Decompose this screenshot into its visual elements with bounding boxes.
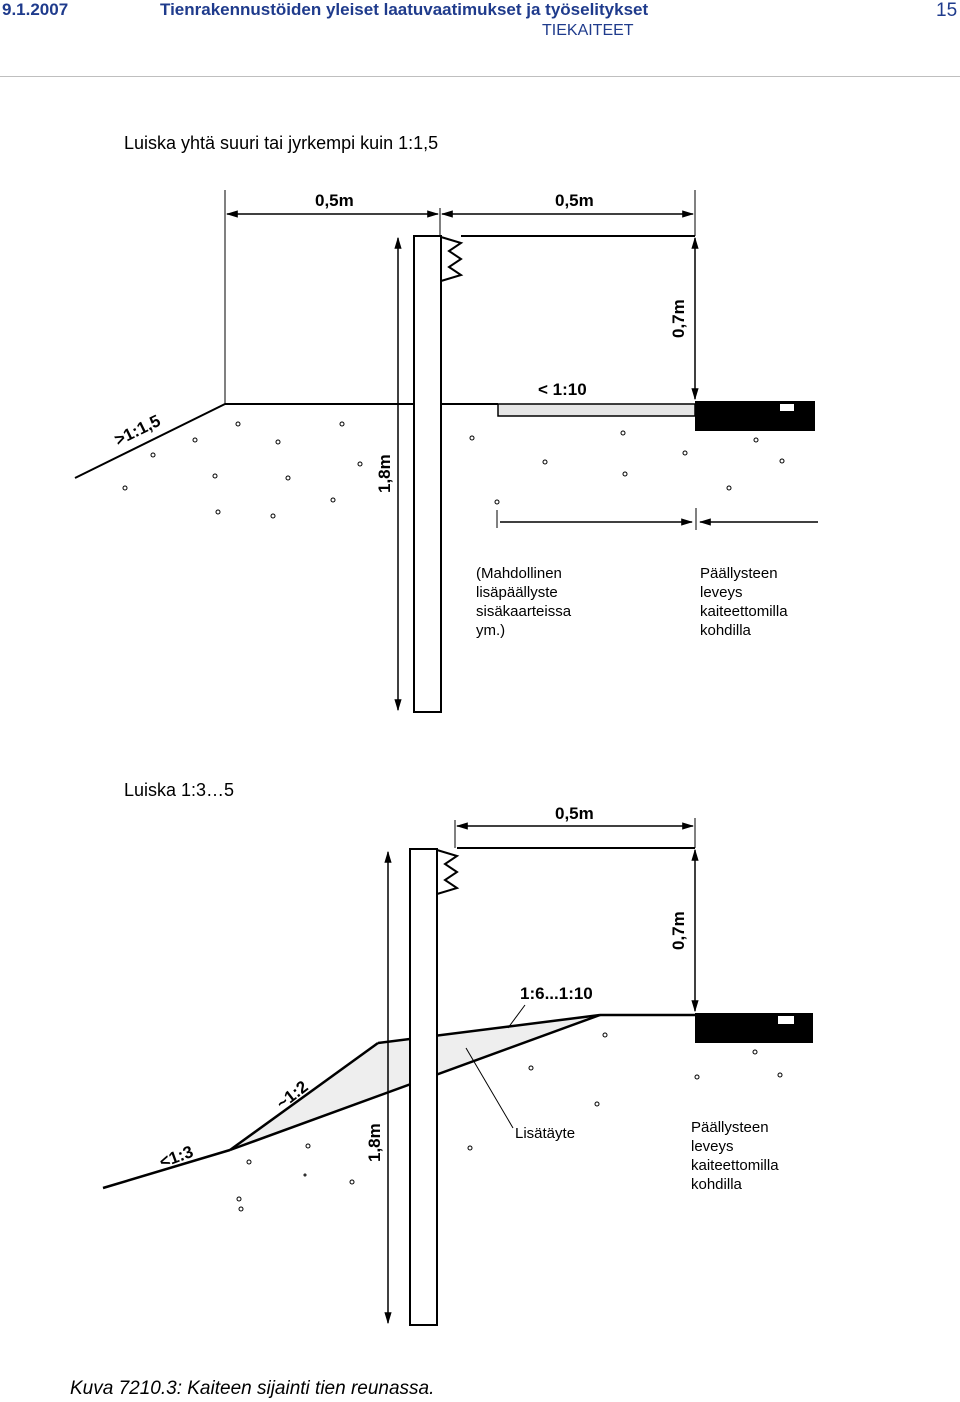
figure2-shoulder-label: 1:6...1:10 [520, 984, 593, 1003]
figure2-post [409, 848, 438, 1326]
figure1-dim-right: 0,5m [555, 191, 594, 210]
figure1-dim-height: 0,7m [669, 299, 688, 338]
figure1-note-left: (Mahdollinen lisäpäällyste sisäkaarteiss… [476, 565, 572, 639]
figure2-low-slope [102, 1148, 231, 1190]
figure1-caption: Luiska yhtä suuri tai jyrkempi kuin 1:1,… [124, 133, 439, 153]
figure-caption: Kuva 7210.3: Kaiteen sijainti tien reuna… [70, 1378, 435, 1399]
figure2-pavement [695, 1013, 813, 1043]
figure1-soil-dots [122, 421, 785, 519]
figure2-dim-top: 0,5m [555, 804, 594, 823]
header-title: Tienrakennustöiden yleiset laatuvaatimuk… [160, 0, 649, 19]
figure2-note-right: Päällysteen leveys kaiteettomilla kohdil… [691, 1119, 779, 1193]
figure1-extra-pavement [497, 403, 696, 417]
figure1-rail-profile [440, 236, 464, 282]
figure2-soil-dots [236, 1032, 783, 1212]
figure1-pavement-mark [780, 404, 794, 411]
header-divider [0, 76, 960, 77]
figure1-shoulder-label: < 1:10 [538, 380, 587, 399]
figure1-pavement [695, 401, 815, 431]
figure2-fill-label: Lisätäyte [515, 1125, 576, 1142]
figure2-dim-height: 0,7m [669, 911, 688, 950]
figure2-caption: Luiska 1:3…5 [124, 780, 235, 800]
figure2-fill-slope [229, 1041, 379, 1152]
figure1-dim-left: 0,5m [315, 191, 354, 210]
figure1-dim-post: 1,8m [375, 454, 394, 493]
header-date: 9.1.2007 [2, 0, 69, 19]
header-section: TIEKAITEET [542, 22, 634, 39]
figure1-post [413, 235, 442, 713]
figure2-rail-profile [436, 849, 460, 895]
figure1-slope-label: >1:1,5 [111, 411, 163, 449]
figure2-dim-post: 1,8m [365, 1123, 384, 1162]
page-number: 15 [936, 0, 958, 21]
figure1-slope-line [74, 403, 226, 479]
figure1-note-right: Päällysteen leveys kaiteettomilla kohdil… [700, 565, 788, 639]
